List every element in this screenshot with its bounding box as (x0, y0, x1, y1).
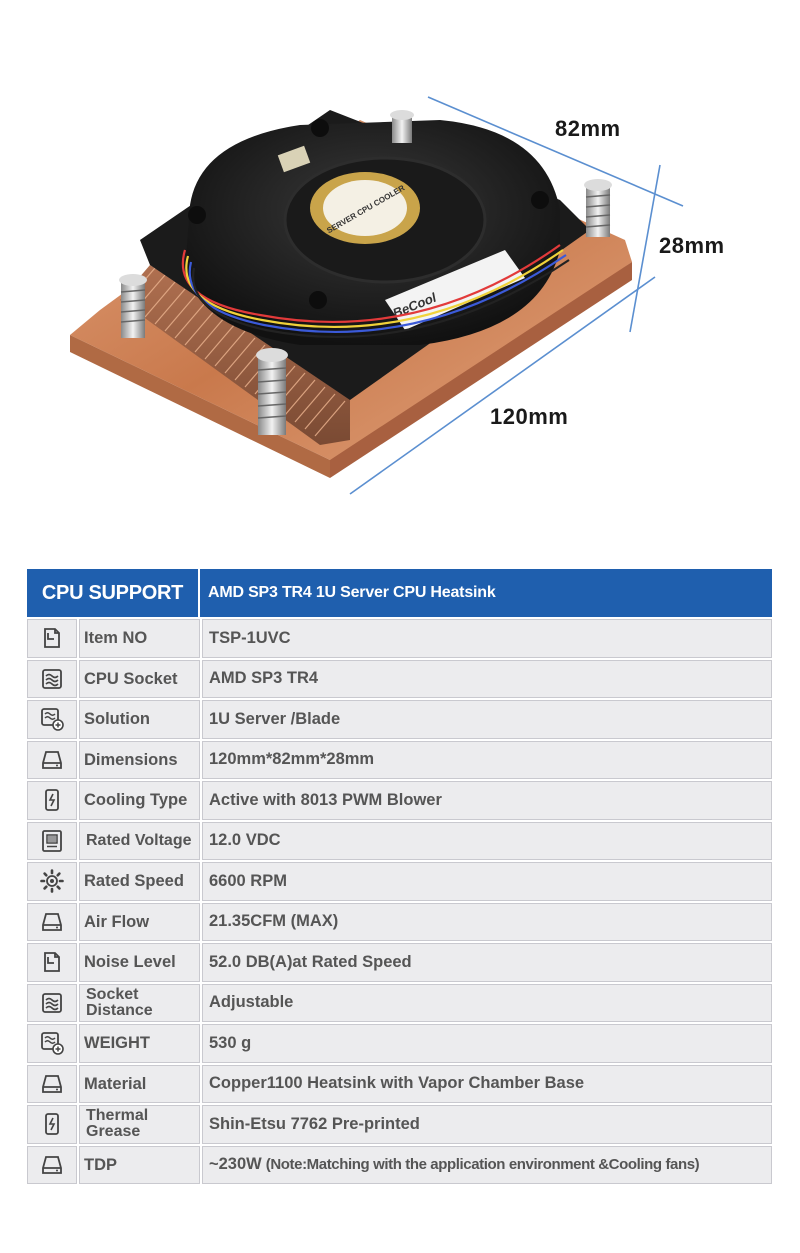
row-label: Solution (79, 700, 200, 739)
table-row: WEIGHT 530 g (27, 1024, 772, 1063)
row-value-text: 12.0 VDC (209, 831, 281, 850)
drive-icon (42, 1074, 62, 1093)
row-label: CPU Socket (79, 659, 200, 698)
layers-icon (42, 668, 62, 689)
dimension-lines (349, 96, 684, 495)
row-value: 120mm*82mm*28mm (202, 740, 772, 779)
row-value-text: Shin-Etsu 7762 Pre-printed (209, 1114, 420, 1133)
row-value: 6600 RPM (202, 862, 772, 901)
row-icon-cell (27, 902, 77, 941)
row-icon-cell (27, 862, 77, 901)
row-label: Cooling Type (79, 781, 200, 820)
row-icon-cell (27, 943, 77, 982)
length-dimension-label: 120mm (490, 404, 569, 429)
layers-plus-icon (41, 1032, 64, 1056)
row-label: Rated Speed (79, 862, 200, 901)
table-row: Solution 1U Server /Blade (27, 700, 772, 739)
table-row: Thermal Grease Shin-Etsu 7762 Pre-printed (27, 1105, 772, 1144)
row-value: TSP-1UVC (202, 619, 772, 658)
row-value-text: 1U Server /Blade (209, 709, 341, 728)
row-value-text: 21.35CFM (MAX) (209, 912, 339, 931)
table-row: Item NO TSP-1UVC (27, 619, 772, 658)
spring-screws (119, 110, 612, 435)
drive-icon (42, 1155, 62, 1174)
row-icon-cell (27, 700, 77, 739)
row-value-text: Copper1100 Heatsink with Vapor Chamber B… (209, 1074, 585, 1093)
row-label: Noise Level (79, 943, 200, 982)
row-value: 1U Server /Blade (202, 700, 772, 739)
product-image: SERVER CPU COOLER BeCool (0, 0, 800, 540)
row-value: Active with 8013 PWM Blower (202, 781, 772, 820)
row-icon-cell (27, 740, 77, 779)
row-value-text: 120mm*82mm*28mm (209, 750, 375, 769)
row-value: AMD SP3 TR4 (202, 659, 772, 698)
table-row: Rated Speed 6600 RPM (27, 862, 772, 901)
row-icon-cell (27, 1145, 77, 1184)
drive-icon (42, 750, 62, 769)
heatsink-illustration: SERVER CPU COOLER BeCool (70, 96, 684, 495)
drive-icon (42, 912, 62, 931)
row-value-text: Active with 8013 PWM Blower (209, 790, 442, 809)
row-value-text: TSP-1UVC (209, 628, 291, 647)
cpu-support-heading: CPU SUPPORT (27, 569, 200, 617)
row-icon-cell (27, 659, 77, 698)
row-value: Shin-Etsu 7762 Pre-printed (202, 1105, 772, 1144)
row-label: Thermal Grease (79, 1105, 200, 1144)
row-value-text: 530 g (209, 1033, 252, 1052)
row-label: Item NO (79, 619, 200, 658)
layers-icon (42, 992, 62, 1013)
row-icon-cell (27, 983, 77, 1022)
product-title: AMD SP3 TR4 1U Server CPU Heatsink (200, 569, 772, 617)
row-label: Socket Distance (79, 983, 200, 1022)
row-value-text: AMD SP3 TR4 (209, 669, 319, 688)
battery-icon (45, 789, 59, 812)
table-row: Rated Voltage 12.0 VDC (27, 821, 772, 860)
layers-plus-icon (41, 708, 64, 732)
row-value-text: 6600 RPM (209, 871, 287, 890)
row-label: Material (79, 1064, 200, 1103)
spec-table: CPU SUPPORT AMD SP3 TR4 1U Server CPU He… (27, 569, 772, 1184)
row-label: Air Flow (79, 902, 200, 941)
row-value: ~230W(Note:Matching with the application… (202, 1145, 772, 1184)
row-value-note: (Note:Matching with the application envi… (265, 1156, 700, 1174)
table-row: Noise Level 52.0 DB(A)at Rated Speed (27, 943, 772, 982)
row-icon-cell (27, 821, 77, 860)
table-row: Dimensions 120mm*82mm*28mm (27, 740, 772, 779)
row-label: WEIGHT (79, 1024, 200, 1063)
row-value: 52.0 DB(A)at Rated Speed (202, 943, 772, 982)
table-row: CPU Socket AMD SP3 TR4 (27, 659, 772, 698)
fan-cable (181, 244, 570, 338)
row-label: Dimensions (79, 740, 200, 779)
row-value: 12.0 VDC (202, 821, 772, 860)
row-label: Rated Voltage (79, 821, 200, 860)
chip-icon (42, 829, 62, 852)
row-value-text: Adjustable (209, 993, 294, 1012)
blower-fan: SERVER CPU COOLER BeCool (185, 119, 560, 345)
row-value: Copper1100 Heatsink with Vapor Chamber B… (202, 1064, 772, 1103)
row-icon-cell (27, 1024, 77, 1063)
spec-table-header: CPU SUPPORT AMD SP3 TR4 1U Server CPU He… (27, 569, 772, 617)
width-dimension-label: 82mm (555, 116, 621, 141)
table-row: TDP~230W(Note:Matching with the applicat… (27, 1145, 772, 1184)
table-row: Air Flow 21.35CFM (MAX) (27, 902, 772, 941)
table-row: Cooling Type Active with 8013 PWM Blower (27, 781, 772, 820)
row-value: Adjustable (202, 983, 772, 1022)
row-value-text: ~230W (209, 1155, 262, 1174)
row-icon-cell (27, 619, 77, 658)
gear-icon (40, 869, 64, 894)
height-dimension-label: 28mm (659, 233, 725, 258)
row-icon-cell (27, 1064, 77, 1103)
row-value-text: 52.0 DB(A)at Rated Speed (209, 952, 412, 971)
row-label: TDP (79, 1145, 200, 1184)
row-value: 21.35CFM (MAX) (202, 902, 772, 941)
document-icon (44, 628, 60, 649)
battery-icon (45, 1113, 59, 1136)
document-icon (44, 952, 60, 973)
row-value: 530 g (202, 1024, 772, 1063)
table-row: Socket Distance Adjustable (27, 983, 772, 1022)
row-icon-cell (27, 1105, 77, 1144)
row-icon-cell (27, 781, 77, 820)
table-row: Material Copper1100 Heatsink with Vapor C… (27, 1064, 772, 1103)
